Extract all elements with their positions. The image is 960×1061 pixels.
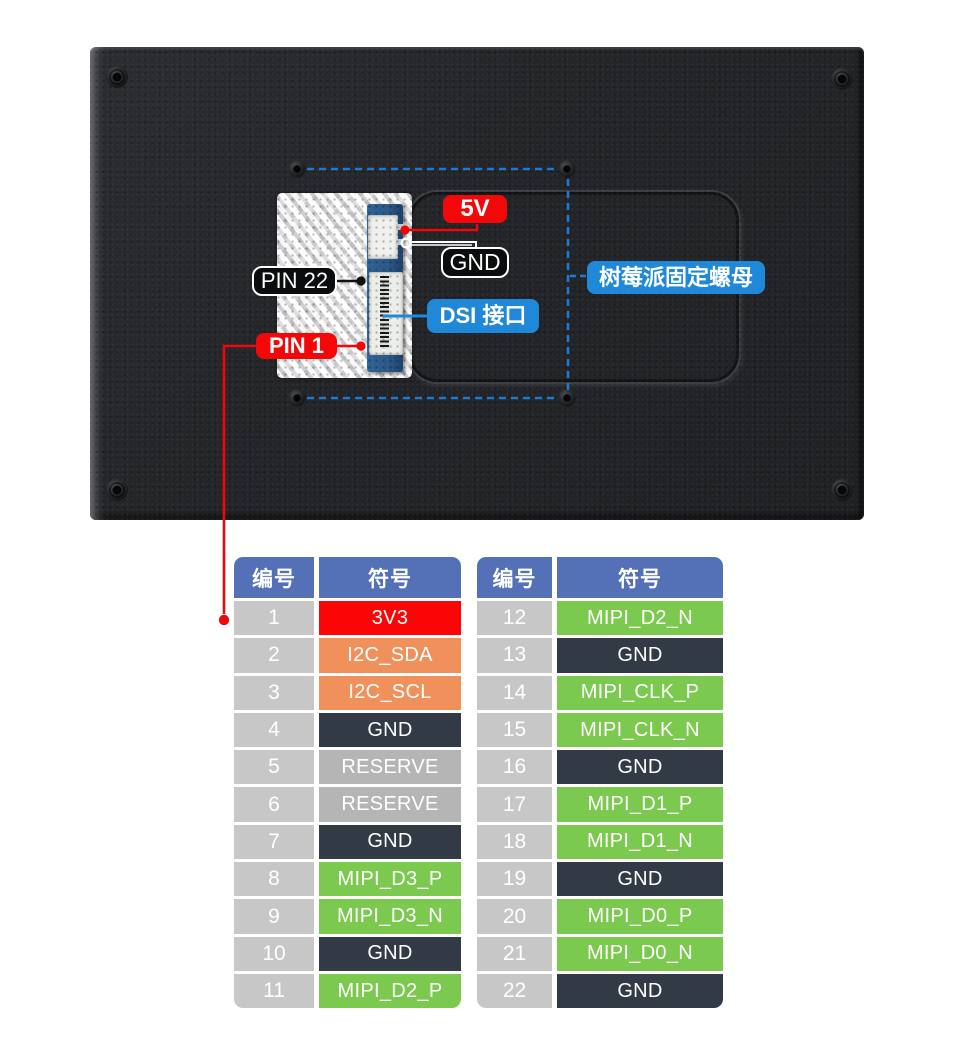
pin-symbol-cell: GND bbox=[319, 824, 461, 860]
pin-symbol-cell: I2C_SCL bbox=[319, 675, 461, 710]
pin-symbol-cell: GND bbox=[557, 750, 723, 785]
pin-symbol-cell: MIPI_D0_P bbox=[557, 899, 723, 934]
pin-number-cell: 6 bbox=[234, 787, 314, 822]
pin-number-cell: 18 bbox=[477, 824, 552, 860]
pin-symbol-cell: I2C_SDA bbox=[319, 638, 461, 673]
pin-symbol-cell: 3V3 bbox=[319, 601, 461, 636]
pin-number-cell: 14 bbox=[477, 675, 552, 710]
label-pin1: PIN 1 bbox=[256, 333, 337, 359]
pin-symbol-cell: GND bbox=[557, 862, 723, 897]
pin-number-cell: 4 bbox=[234, 712, 314, 748]
pin-number-cell: 21 bbox=[477, 936, 552, 971]
pin-number-cell: 11 bbox=[234, 973, 314, 1009]
pin-symbol-cell: MIPI_D1_N bbox=[557, 824, 723, 860]
pin-number-cell: 3 bbox=[234, 675, 314, 710]
label-5v: 5V bbox=[443, 195, 507, 223]
pin-number-cell: 13 bbox=[477, 638, 552, 673]
pin-symbol-cell: RESERVE bbox=[319, 787, 461, 822]
pin-symbol-cell: MIPI_D3_P bbox=[319, 862, 461, 897]
pin-symbol-cell: MIPI_D2_N bbox=[557, 601, 723, 636]
pin-symbol-cell: MIPI_D1_P bbox=[557, 787, 723, 822]
col-header-symbol: 符号 bbox=[557, 557, 723, 598]
label-dsi-port: DSI 接口 bbox=[427, 299, 539, 333]
pin-symbol-cell: MIPI_D3_N bbox=[319, 899, 461, 934]
pin-symbol-cell: MIPI_D0_N bbox=[557, 936, 723, 971]
label-pin22: PIN 22 bbox=[252, 266, 337, 296]
pin-symbol-cell: MIPI_CLK_N bbox=[557, 712, 723, 748]
power-connector bbox=[368, 215, 398, 259]
col-header-number: 编号 bbox=[477, 557, 552, 598]
col-header-number: 编号 bbox=[234, 557, 314, 598]
power-pin-gnd bbox=[396, 239, 404, 245]
pin-symbol-cell: RESERVE bbox=[319, 750, 461, 785]
pin-number-cell: 17 bbox=[477, 787, 552, 822]
pin-number-cell: 7 bbox=[234, 824, 314, 860]
pin-number-cell: 8 bbox=[234, 862, 314, 897]
label-pi-mount-nut: 树莓派固定螺母 bbox=[587, 261, 765, 294]
pin-symbol-cell: MIPI_D2_P bbox=[319, 973, 461, 1009]
col-header-symbol: 符号 bbox=[319, 557, 461, 598]
pin-symbol-cell: GND bbox=[319, 936, 461, 971]
label-gnd: GND bbox=[441, 247, 509, 278]
pin-symbol-cell: GND bbox=[557, 973, 723, 1009]
pin-number-cell: 15 bbox=[477, 712, 552, 748]
power-pin-5v bbox=[396, 224, 404, 230]
pin-number-cell: 16 bbox=[477, 750, 552, 785]
pin-number-cell: 5 bbox=[234, 750, 314, 785]
pin-symbol-cell: GND bbox=[319, 712, 461, 748]
pin-symbol-cell: GND bbox=[557, 638, 723, 673]
pin-number-cell: 1 bbox=[234, 601, 314, 636]
pin-number-cell: 22 bbox=[477, 973, 552, 1009]
adapter-pcb bbox=[367, 204, 404, 372]
pin-number-cell: 20 bbox=[477, 899, 552, 934]
pin-number-cell: 9 bbox=[234, 899, 314, 934]
pin-number-cell: 2 bbox=[234, 638, 314, 673]
ffc-pins bbox=[380, 276, 389, 349]
pin-number-cell: 10 bbox=[234, 936, 314, 971]
pin-symbol-cell: MIPI_CLK_P bbox=[557, 675, 723, 710]
dsi-ffc-connector bbox=[369, 272, 403, 355]
pin-number-cell: 19 bbox=[477, 862, 552, 897]
pin-number-cell: 12 bbox=[477, 601, 552, 636]
